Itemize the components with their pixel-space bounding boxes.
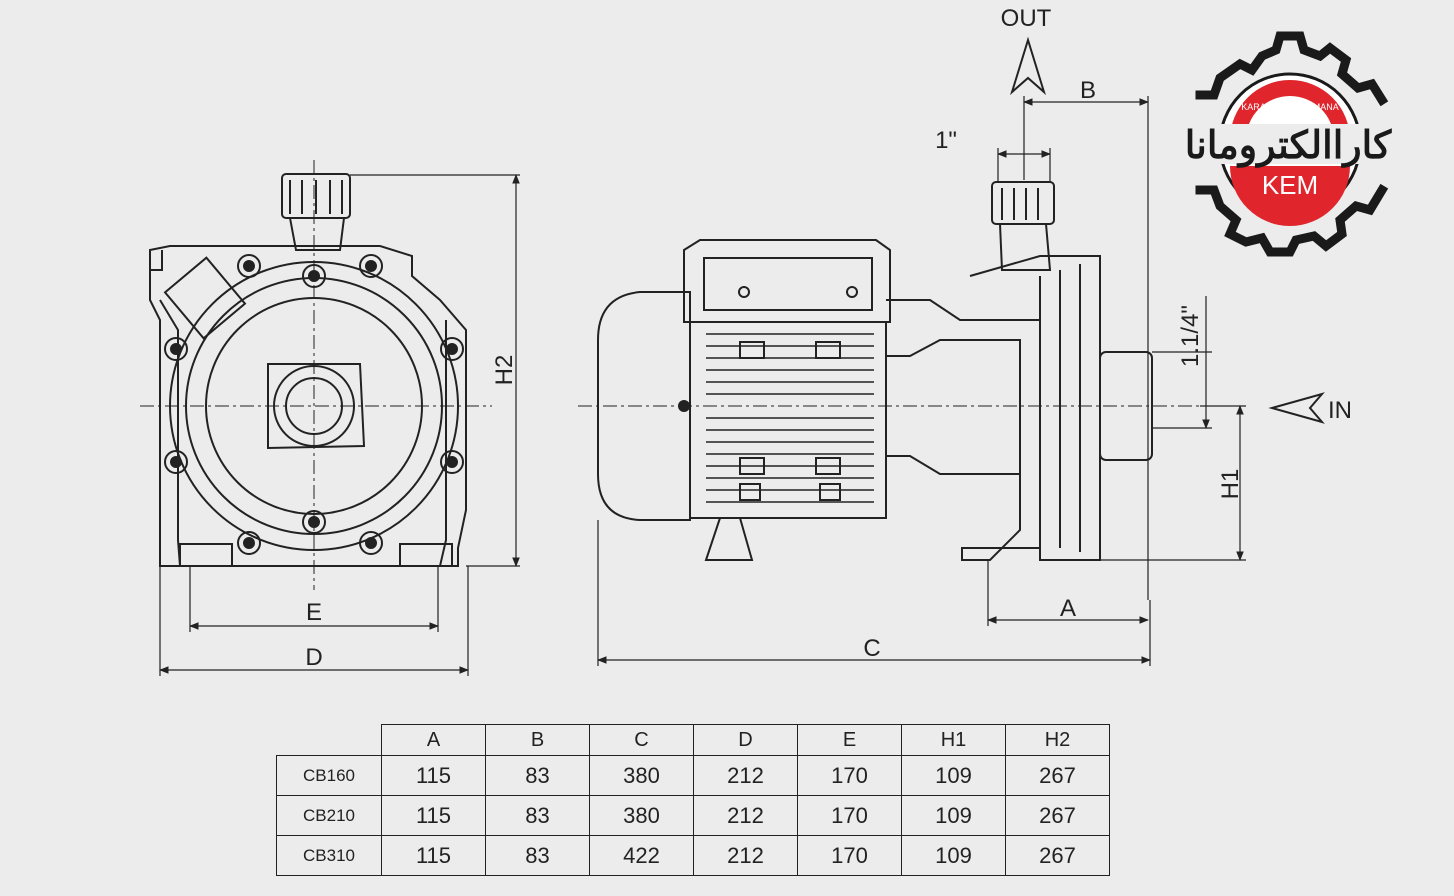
table-cell: 115 xyxy=(381,795,486,836)
table-cell: 212 xyxy=(693,795,798,836)
table-row-model: CB160 xyxy=(276,755,382,796)
table-cell: 380 xyxy=(589,755,694,796)
dim-label-a: A xyxy=(1060,595,1076,622)
table-cell: 212 xyxy=(693,835,798,876)
table-cell: 267 xyxy=(1005,795,1110,836)
dim-label-e: E xyxy=(306,599,322,626)
table-row-model: CB210 xyxy=(276,795,382,836)
dimension-table: A B C D E H1 H2 CB160 115 83 380 212 170… xyxy=(276,724,1110,876)
table-cell: 109 xyxy=(901,755,1006,796)
dim-label-1inch: 1" xyxy=(935,127,957,154)
table-cell: 83 xyxy=(485,755,590,796)
logo-ring-text: KARA ELECTRO MANA xyxy=(1241,102,1339,112)
table-cell: 212 xyxy=(693,755,798,796)
table-cell: 267 xyxy=(1005,755,1110,796)
front-view xyxy=(140,160,520,676)
table-cell: 109 xyxy=(901,795,1006,836)
table-cell: 115 xyxy=(381,755,486,796)
table-row-model: CB310 xyxy=(276,835,382,876)
dim-label-b: B xyxy=(1080,77,1096,104)
table-header-cell: C xyxy=(589,724,694,756)
dim-label-h2: H2 xyxy=(491,355,518,386)
table-header-cell: A xyxy=(381,724,486,756)
table-header-row: A B C D E H1 H2 xyxy=(276,724,1110,756)
dim-label-c: C xyxy=(863,635,880,662)
logo-abbr: KEM xyxy=(1262,170,1318,200)
table-header-cell: E xyxy=(797,724,902,756)
table-cell: 422 xyxy=(589,835,694,876)
kem-logo: کاراالکترومانا KARA ELECTRO MANA KEM xyxy=(1176,31,1404,257)
table-corner xyxy=(276,724,382,756)
table-header-cell: H1 xyxy=(901,724,1006,756)
dim-label-1-1-4inch: 1.1/4" xyxy=(1177,305,1204,367)
table-cell: 83 xyxy=(485,795,590,836)
table-cell: 267 xyxy=(1005,835,1110,876)
table-header-cell: H2 xyxy=(1005,724,1110,756)
logo-arabic-name: کاراالکترومانا xyxy=(1185,125,1392,168)
dim-label-in: IN xyxy=(1328,397,1352,424)
table-cell: 170 xyxy=(797,795,902,836)
table-cell: 109 xyxy=(901,835,1006,876)
table-cell: 380 xyxy=(589,795,694,836)
side-view xyxy=(578,36,1325,666)
dim-label-out: OUT xyxy=(1001,5,1052,32)
table-row: CB160 115 83 380 212 170 109 267 xyxy=(276,755,1110,796)
table-header-cell: B xyxy=(485,724,590,756)
table-cell: 83 xyxy=(485,835,590,876)
table-header-cell: D xyxy=(693,724,798,756)
dim-label-h1: H1 xyxy=(1217,469,1244,500)
dim-label-d: D xyxy=(305,644,322,671)
table-cell: 170 xyxy=(797,755,902,796)
table-cell: 115 xyxy=(381,835,486,876)
table-cell: 170 xyxy=(797,835,902,876)
table-row: CB310 115 83 422 212 170 109 267 xyxy=(276,835,1110,876)
table-row: CB210 115 83 380 212 170 109 267 xyxy=(276,795,1110,836)
